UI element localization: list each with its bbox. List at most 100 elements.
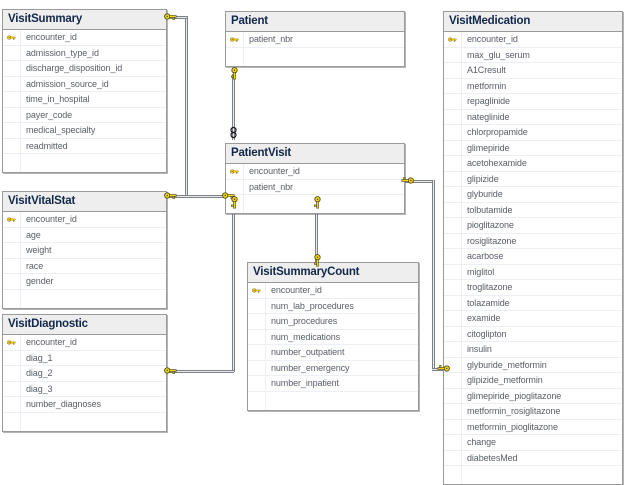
entity-title: VisitMedication xyxy=(444,12,622,32)
connector-patientvisit-visitmedication-h1 xyxy=(405,180,435,183)
entity-column-row[interactable]: num_lab_procedures xyxy=(248,298,418,314)
entity-column-row[interactable]: encounter_id xyxy=(3,212,166,228)
entity-column-row[interactable]: number_diagnoses xyxy=(3,397,166,412)
entity-column-row[interactable]: troglitazone xyxy=(444,280,622,296)
entity-column-row[interactable]: patient_nbr xyxy=(226,32,404,47)
entity-column-row[interactable]: age xyxy=(3,227,166,243)
primary-key-icon xyxy=(248,283,266,298)
column-gutter xyxy=(248,345,266,360)
column-label: encounter_id xyxy=(467,34,518,45)
column-label: payer_code xyxy=(26,109,73,120)
entity-column-row[interactable]: tolbutamide xyxy=(444,202,622,218)
column-gutter xyxy=(444,109,462,124)
entity-column-row[interactable]: encounter_id xyxy=(3,30,166,46)
entity-empty-area xyxy=(226,46,404,66)
entity-column-row[interactable]: glyburide xyxy=(444,187,622,203)
entity-column-row[interactable]: max_glu_serum xyxy=(444,47,622,63)
entity-title: VisitSummaryCount xyxy=(248,263,418,283)
entity-column-list: patient_nbr xyxy=(226,32,404,47)
entity-column-row[interactable]: discharge_disposition_id xyxy=(3,61,166,77)
entity-column-row[interactable]: glimepiride xyxy=(444,140,622,156)
entity-column-row[interactable]: encounter_id xyxy=(226,164,404,180)
entity-column-row[interactable]: weight xyxy=(3,243,166,259)
column-label: pioglitazone xyxy=(467,220,514,231)
entity-column-row[interactable]: insulin xyxy=(444,342,622,358)
entity-empty-area xyxy=(226,194,404,213)
entity-column-row[interactable]: diabetesMed xyxy=(444,450,622,465)
column-gutter xyxy=(226,179,244,194)
column-gutter xyxy=(444,171,462,186)
entity-column-row[interactable]: A1Cresult xyxy=(444,63,622,79)
entity-title: VisitSummary xyxy=(3,10,166,30)
entity-column-row[interactable]: citoglipton xyxy=(444,326,622,342)
entity-column-row[interactable]: encounter_id xyxy=(3,335,166,351)
entity-column-row[interactable]: number_inpatient xyxy=(248,376,418,391)
column-gutter xyxy=(248,360,266,375)
entity-column-row[interactable]: time_in_hospital xyxy=(3,92,166,108)
column-gutter xyxy=(444,388,462,403)
entity-column-row[interactable]: num_medications xyxy=(248,329,418,345)
relationship-key-marker-visitdiagnostic xyxy=(164,364,177,377)
entity-column-row[interactable]: patient_nbr xyxy=(226,179,404,194)
entity-column-row[interactable]: acetohexamide xyxy=(444,156,622,172)
entity-column-row[interactable]: glipizide_metformin xyxy=(444,373,622,389)
entity-column-row[interactable]: number_outpatient xyxy=(248,345,418,361)
entity-column-row[interactable]: chlorpropamide xyxy=(444,125,622,141)
entity-column-row[interactable]: miglitol xyxy=(444,264,622,280)
gutter-line xyxy=(3,412,21,431)
entity-column-row[interactable]: readmitted xyxy=(3,138,166,153)
entity-column-row[interactable]: repaglinide xyxy=(444,94,622,110)
entity-column-row[interactable]: admission_source_id xyxy=(3,76,166,92)
entity-column-row[interactable]: diag_1 xyxy=(3,350,166,366)
entity-column-row[interactable]: medical_specialty xyxy=(3,123,166,139)
entity-column-row[interactable]: glimepiride_pioglitazone xyxy=(444,388,622,404)
entity-column-row[interactable]: encounter_id xyxy=(444,32,622,48)
entity-column-row[interactable]: change xyxy=(444,435,622,451)
entity-column-row[interactable]: metformin xyxy=(444,78,622,94)
column-label: number_outpatient xyxy=(271,347,345,358)
column-gutter xyxy=(3,227,21,242)
column-label: glipizide_metformin xyxy=(467,375,543,386)
column-label: acarbose xyxy=(467,251,504,262)
entity-column-row[interactable]: race xyxy=(3,258,166,274)
entity-column-row[interactable]: rosiglitazone xyxy=(444,233,622,249)
entity-column-row[interactable]: num_procedures xyxy=(248,314,418,330)
gutter-line xyxy=(226,47,244,66)
column-gutter xyxy=(444,357,462,372)
column-label: num_procedures xyxy=(271,316,338,327)
entity-column-row[interactable]: metformin_pioglitazone xyxy=(444,419,622,435)
column-gutter xyxy=(444,202,462,217)
entity-column-row[interactable]: metformin_rosiglitazone xyxy=(444,404,622,420)
column-gutter xyxy=(444,311,462,326)
entity-column-row[interactable]: nateglinide xyxy=(444,109,622,125)
column-label: age xyxy=(26,229,41,240)
entity-column-row[interactable]: pioglitazone xyxy=(444,218,622,234)
column-label: metformin_pioglitazone xyxy=(467,421,558,432)
column-label: readmitted xyxy=(26,140,68,151)
entity-column-row[interactable]: diag_3 xyxy=(3,381,166,397)
entity-table-visitmedication[interactable]: VisitMedication encounter_id max_glu_serum… xyxy=(443,11,623,485)
column-label: repaglinide xyxy=(467,96,510,107)
entity-column-row[interactable]: number_emergency xyxy=(248,360,418,376)
entity-column-row[interactable]: encounter_id xyxy=(248,283,418,299)
relationship-key-marker-visitvitalstat xyxy=(164,189,177,202)
entity-column-row[interactable]: gender xyxy=(3,274,166,289)
entity-column-row[interactable]: admission_type_id xyxy=(3,45,166,61)
entity-column-row[interactable]: examide xyxy=(444,311,622,327)
entity-column-row[interactable]: payer_code xyxy=(3,107,166,123)
entity-column-row[interactable]: diag_2 xyxy=(3,366,166,382)
entity-column-row[interactable]: tolazamide xyxy=(444,295,622,311)
entity-column-row[interactable]: acarbose xyxy=(444,249,622,265)
entity-column-row[interactable]: glyburide_metformin xyxy=(444,357,622,373)
column-label: admission_source_id xyxy=(26,78,109,89)
entity-column-row[interactable]: glipizide xyxy=(444,171,622,187)
column-label: glipizide xyxy=(467,173,499,184)
